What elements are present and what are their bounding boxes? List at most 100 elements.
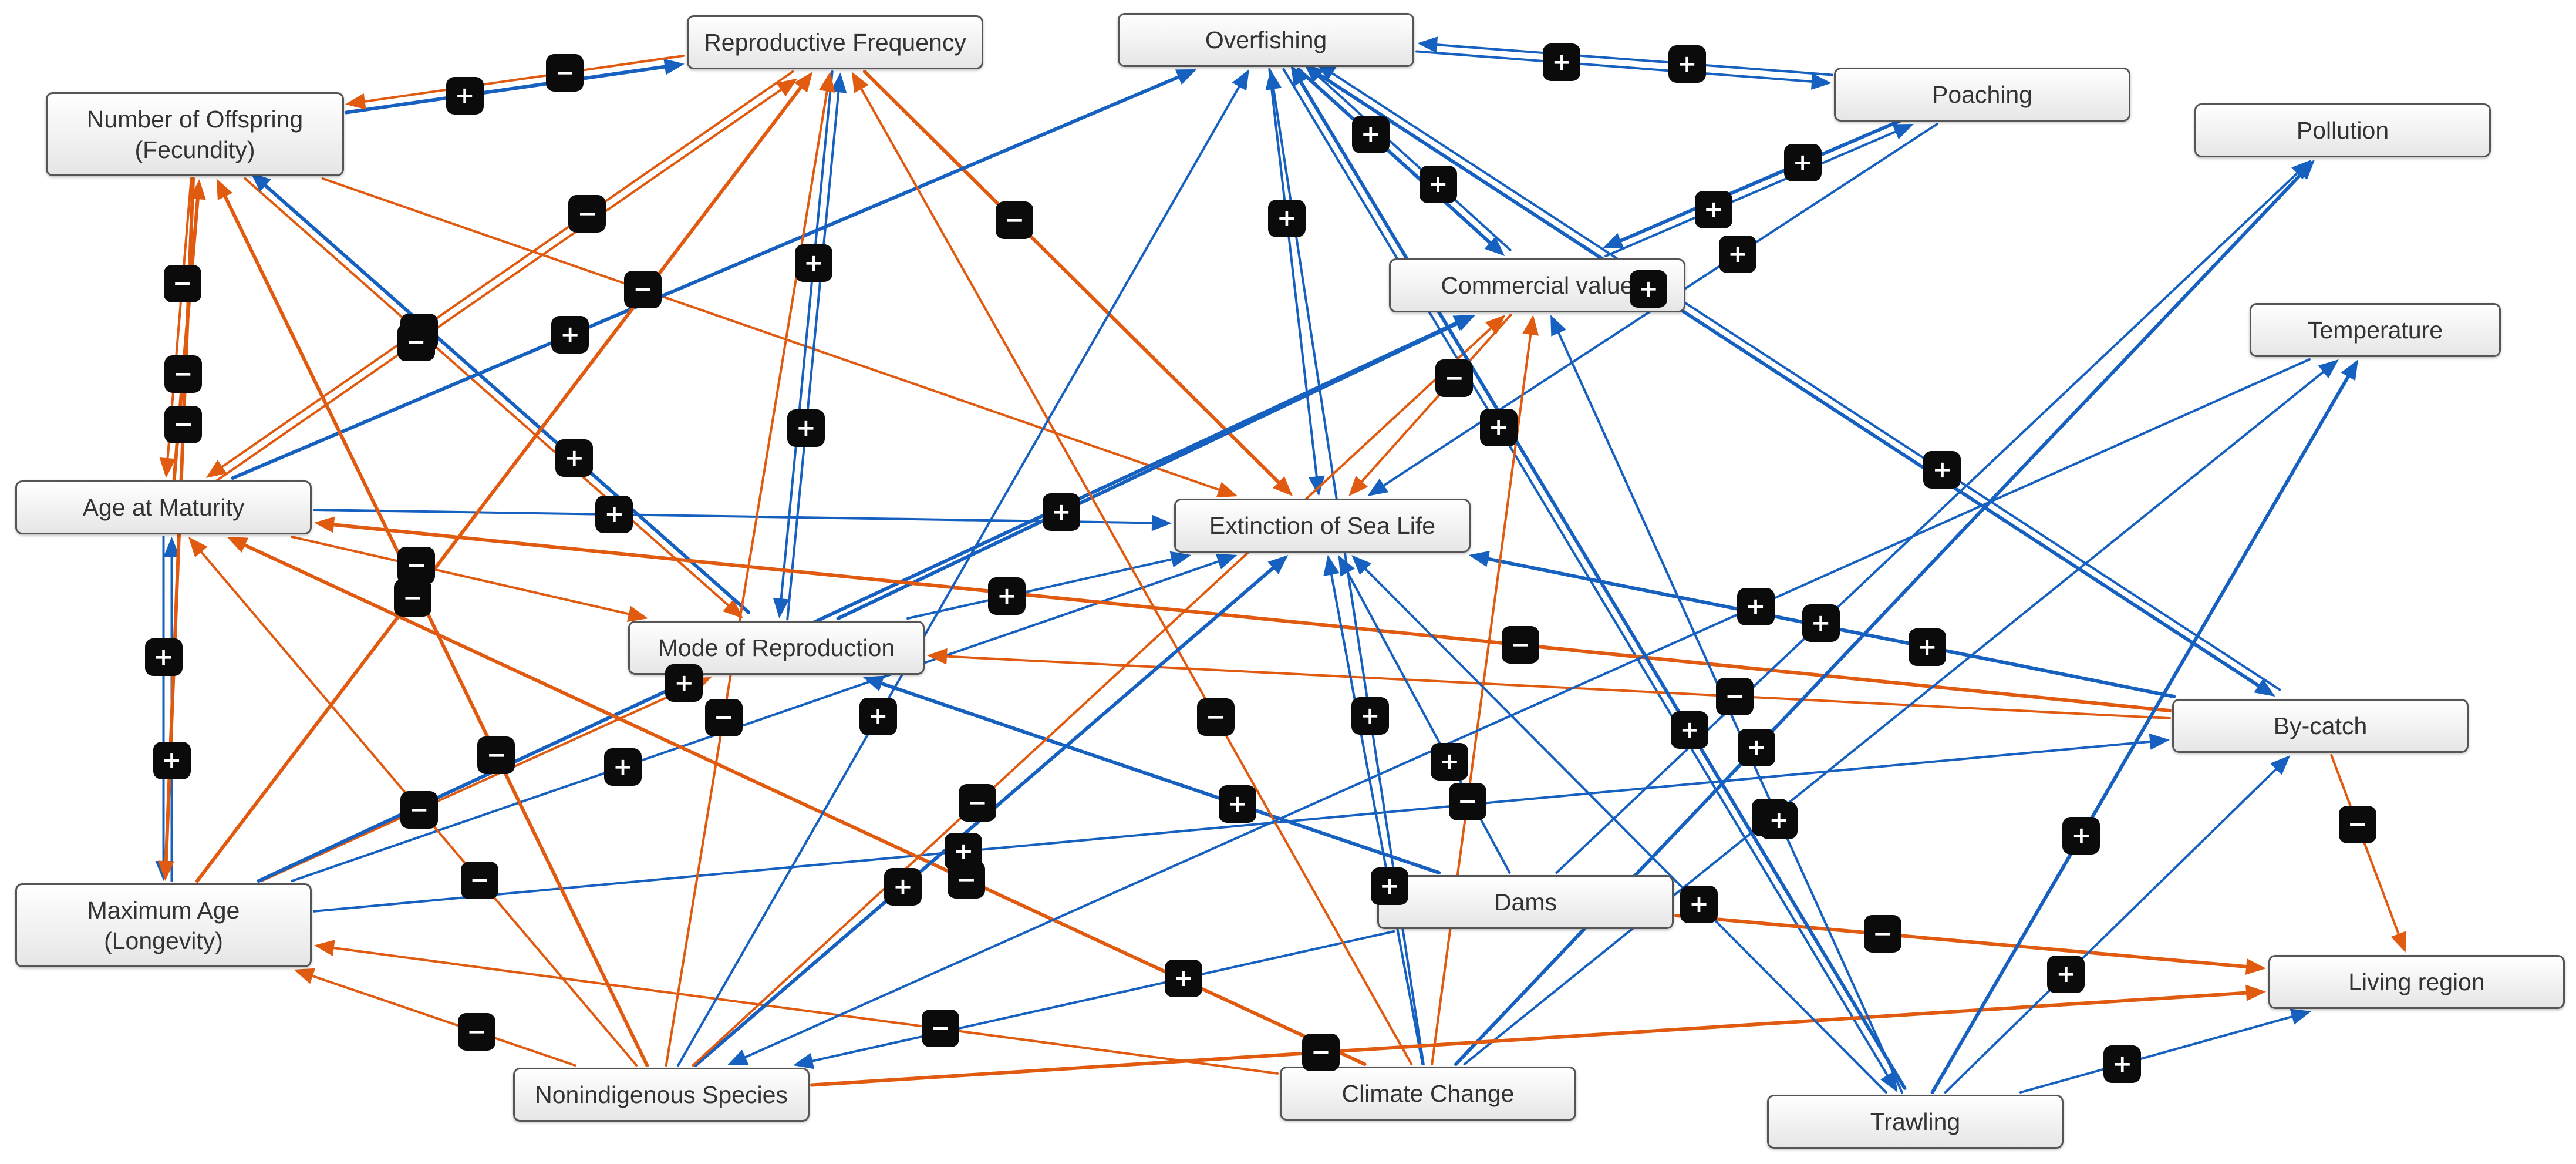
- node-pollution[interactable]: Pollution: [2194, 103, 2491, 157]
- edge-trawling-to-temperature[interactable]: [1930, 371, 2352, 1094]
- edge-trawling-to-living[interactable]: [2019, 1014, 2298, 1094]
- node-climate-change[interactable]: Climate Change: [1280, 1067, 1576, 1121]
- arrowhead-offspring-to-agematurity: [159, 457, 176, 478]
- edge-climate-to-temperature[interactable]: [1463, 368, 2328, 1065]
- edge-bycatch-to-living[interactable]: [2330, 754, 2402, 940]
- edge-bycatch-to-overfishing[interactable]: [1327, 69, 2281, 691]
- edge-dams-to-living[interactable]: [1674, 913, 2253, 969]
- edge-bycatch-to-mode[interactable]: [940, 655, 2171, 720]
- node-maximum-age[interactable]: Maximum Age (Longevity): [15, 883, 312, 967]
- edge-poaching-to-overfishing[interactable]: [1431, 43, 1834, 76]
- edge-dams-to-pollution[interactable]: [1555, 169, 2302, 874]
- edge-nonindig-to-offspring[interactable]: [221, 190, 649, 1067]
- edge-dams-to-mode[interactable]: [875, 680, 1441, 874]
- arrowhead-overfishing-to-commercial: [1484, 236, 1505, 256]
- edge-overfishing-to-commercial[interactable]: [1296, 68, 1495, 248]
- edge-agematurity-to-repfreq[interactable]: [209, 86, 786, 486]
- arrowhead-overfishing-to-trawling: [1880, 1071, 1898, 1092]
- edge-trawling-to-bycatch[interactable]: [1944, 765, 2281, 1094]
- edge-maxage-to-mode[interactable]: [260, 682, 699, 882]
- arrowhead-agematurity-to-extinction: [1151, 514, 1172, 531]
- minus-sign-icon: −: [1435, 359, 1473, 398]
- node-temperature[interactable]: Temperature: [2250, 303, 2501, 357]
- arrowhead-mode-to-repfreq: [830, 72, 847, 93]
- edge-maxage-to-bycatch[interactable]: [313, 740, 2156, 913]
- arrowhead-commercial-to-extinction: [1348, 476, 1368, 496]
- edge-overfishing-to-extinction[interactable]: [1268, 68, 1319, 483]
- edge-climate-to-repfreq[interactable]: [858, 83, 1413, 1065]
- edge-maxage-to-repfreq[interactable]: [195, 82, 805, 883]
- minus-sign-icon: −: [958, 783, 996, 822]
- edge-overfishing-to-bycatch[interactable]: [1309, 68, 2264, 690]
- node-extinction-of-sea-life[interactable]: Extinction of Sea Life: [1174, 499, 1471, 553]
- edge-nonindig-to-living[interactable]: [810, 991, 2253, 1087]
- edge-trawling-to-overfishing[interactable]: [1296, 76, 1907, 1090]
- plus-sign-icon: +: [795, 244, 833, 282]
- arrowhead-poaching-to-commercial: [1602, 233, 1624, 249]
- edge-offspring-to-extinction[interactable]: [321, 177, 1225, 493]
- edge-overfishing-to-poaching[interactable]: [1415, 50, 1818, 83]
- edge-nonindig-to-maxage[interactable]: [307, 973, 576, 1067]
- edge-dams-to-extinction[interactable]: [1344, 567, 1511, 874]
- plus-sign-icon: +: [1923, 451, 1961, 489]
- arrowhead-bycatch-to-mode: [927, 648, 948, 665]
- node-by-catch[interactable]: By-catch: [2172, 699, 2469, 753]
- node-dams[interactable]: Dams: [1377, 875, 1674, 929]
- edge-mode-to-commercial[interactable]: [836, 319, 1464, 620]
- edge-temperature-to-nonindig[interactable]: [740, 358, 2311, 1061]
- edge-repfreq-to-mode[interactable]: [779, 70, 834, 605]
- arrowhead-dams-to-mode: [862, 675, 885, 692]
- edge-repfreq-to-extinction[interactable]: [862, 70, 1284, 487]
- arrowhead-climate-to-maxage: [314, 940, 335, 956]
- arrowhead-bycatch-to-agematurity: [314, 516, 335, 533]
- node-living-region[interactable]: Living region: [2268, 955, 2565, 1009]
- edge-commercial-to-extinction[interactable]: [1357, 314, 1512, 486]
- edge-maxage-to-extinction[interactable]: [291, 559, 1224, 882]
- minus-sign-icon: −: [996, 201, 1034, 240]
- edge-commercial-to-overfishing[interactable]: [1314, 72, 1512, 251]
- arrowhead-agematurity-to-repfreq: [776, 78, 798, 97]
- node-nonindigenous-species[interactable]: Nonindigenous Species: [513, 1068, 810, 1122]
- plus-sign-icon: +: [595, 496, 633, 534]
- edge-repfreq-to-agematurity[interactable]: [217, 70, 794, 471]
- edge-maxage-to-commercial[interactable]: [257, 319, 1462, 883]
- edge-bycatch-to-agematurity[interactable]: [327, 522, 2172, 713]
- edge-agematurity-to-overfishing[interactable]: [231, 73, 1185, 480]
- plus-sign-icon: +: [551, 316, 589, 354]
- edge-trawling-to-extinction[interactable]: [1361, 564, 1887, 1094]
- minus-sign-icon: −: [2338, 805, 2376, 843]
- edge-offspring-to-repfreq[interactable]: [345, 64, 672, 115]
- edge-nonindig-to-commercial[interactable]: [692, 324, 1496, 1067]
- edge-mode-to-repfreq[interactable]: [786, 86, 841, 621]
- minus-sign-icon: −: [397, 546, 436, 584]
- arrowhead-overfishing-to-extinction: [1308, 475, 1325, 496]
- edge-nonindig-to-overfishing[interactable]: [677, 81, 1243, 1067]
- node-age-at-maturity[interactable]: Age at Maturity: [15, 480, 312, 534]
- edge-mode-to-offspring[interactable]: [260, 180, 751, 614]
- arrowhead-offspring-to-maxage: [157, 860, 174, 881]
- node-overfishing[interactable]: Overfishing: [1118, 13, 1414, 67]
- node-reproductive-frequency[interactable]: Reproductive Frequency: [687, 15, 983, 69]
- arrowhead-overfishing-to-poaching: [1811, 73, 1832, 90]
- arrowhead-commercial-to-poaching: [1892, 124, 1914, 140]
- edge-offspring-to-mode[interactable]: [244, 177, 733, 610]
- edge-repfreq-to-offspring[interactable]: [359, 54, 685, 103]
- minus-sign-icon: −: [1501, 626, 1539, 664]
- arrowhead-offspring-to-extinction: [1216, 482, 1238, 498]
- node-number-of-offspring[interactable]: Number of Offspring (Fecundity): [46, 92, 344, 176]
- edge-poaching-to-commercial[interactable]: [1614, 115, 1913, 244]
- edge-agematurity-to-mode[interactable]: [290, 536, 635, 617]
- edge-climate-to-extinction[interactable]: [1329, 568, 1424, 1065]
- edge-dams-to-nonindig[interactable]: [807, 930, 1395, 1064]
- edge-climate-to-commercial[interactable]: [1431, 328, 1533, 1065]
- node-poaching[interactable]: Poaching: [1834, 68, 2130, 122]
- edge-climate-to-maxage[interactable]: [328, 946, 1279, 1075]
- edge-agematurity-to-extinction[interactable]: [313, 509, 1158, 524]
- edge-commercial-to-poaching[interactable]: [1604, 129, 1901, 257]
- edge-overfishing-to-trawling[interactable]: [1282, 68, 1891, 1081]
- plus-sign-icon: +: [1431, 742, 1469, 781]
- plus-sign-icon: +: [1218, 785, 1256, 823]
- arrowhead-mode-to-extinction: [1169, 551, 1191, 568]
- node-trawling[interactable]: Trawling: [1767, 1095, 2064, 1149]
- plus-sign-icon: +: [1351, 697, 1389, 735]
